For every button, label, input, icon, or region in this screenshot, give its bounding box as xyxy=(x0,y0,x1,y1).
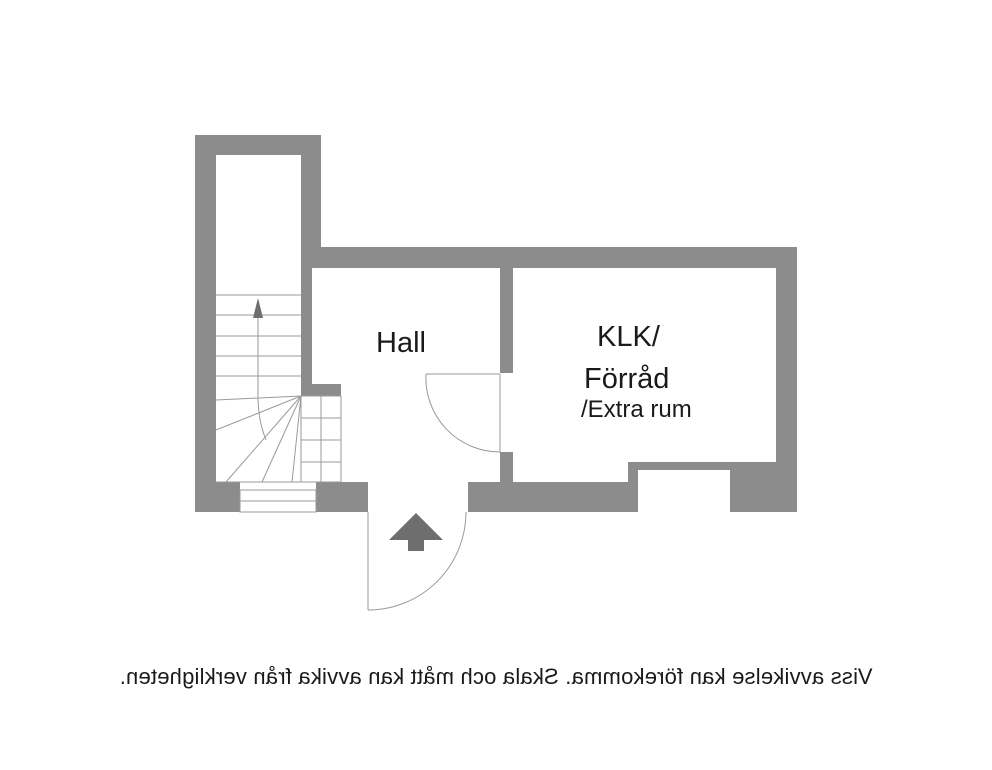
bottom-wall-right xyxy=(730,462,797,512)
room-label-klk-line2: Förråd xyxy=(584,363,669,395)
hall-klk-wall-lower xyxy=(500,452,513,482)
hall-klk-wall-upper xyxy=(500,268,513,373)
interior-door xyxy=(425,373,501,453)
window-notch-left xyxy=(628,462,638,482)
stair-hall-partition xyxy=(301,268,312,384)
stair-window xyxy=(239,489,317,513)
main-top-wall xyxy=(301,247,797,268)
stair-right-wall-upper xyxy=(301,135,321,268)
floor-plan: Hall KLK/ Förråd /Extra rum xyxy=(195,135,797,611)
room-label-klk-line3: /Extra rum xyxy=(581,396,692,423)
stair-bottom-wall xyxy=(195,482,240,512)
right-outer-wall xyxy=(776,247,797,512)
stair-top-wall xyxy=(195,135,321,155)
room-label-hall: Hall xyxy=(376,327,426,359)
walls xyxy=(195,135,797,512)
entrance-arrow-icon xyxy=(389,513,443,551)
stair-left-wall xyxy=(195,135,216,512)
bottom-wall-left xyxy=(316,482,368,512)
window-notch-top xyxy=(628,462,731,470)
stair-landing-stub xyxy=(301,384,341,396)
staircase xyxy=(215,294,342,483)
room-label-klk-line1: KLK/ xyxy=(597,321,661,353)
bottom-wall-mid xyxy=(468,482,638,512)
disclaimer-text: Viss avvikelse kan förekomma. Skala och … xyxy=(119,664,873,689)
stair-direction-arrow xyxy=(253,298,263,318)
entrance-door xyxy=(367,511,467,611)
